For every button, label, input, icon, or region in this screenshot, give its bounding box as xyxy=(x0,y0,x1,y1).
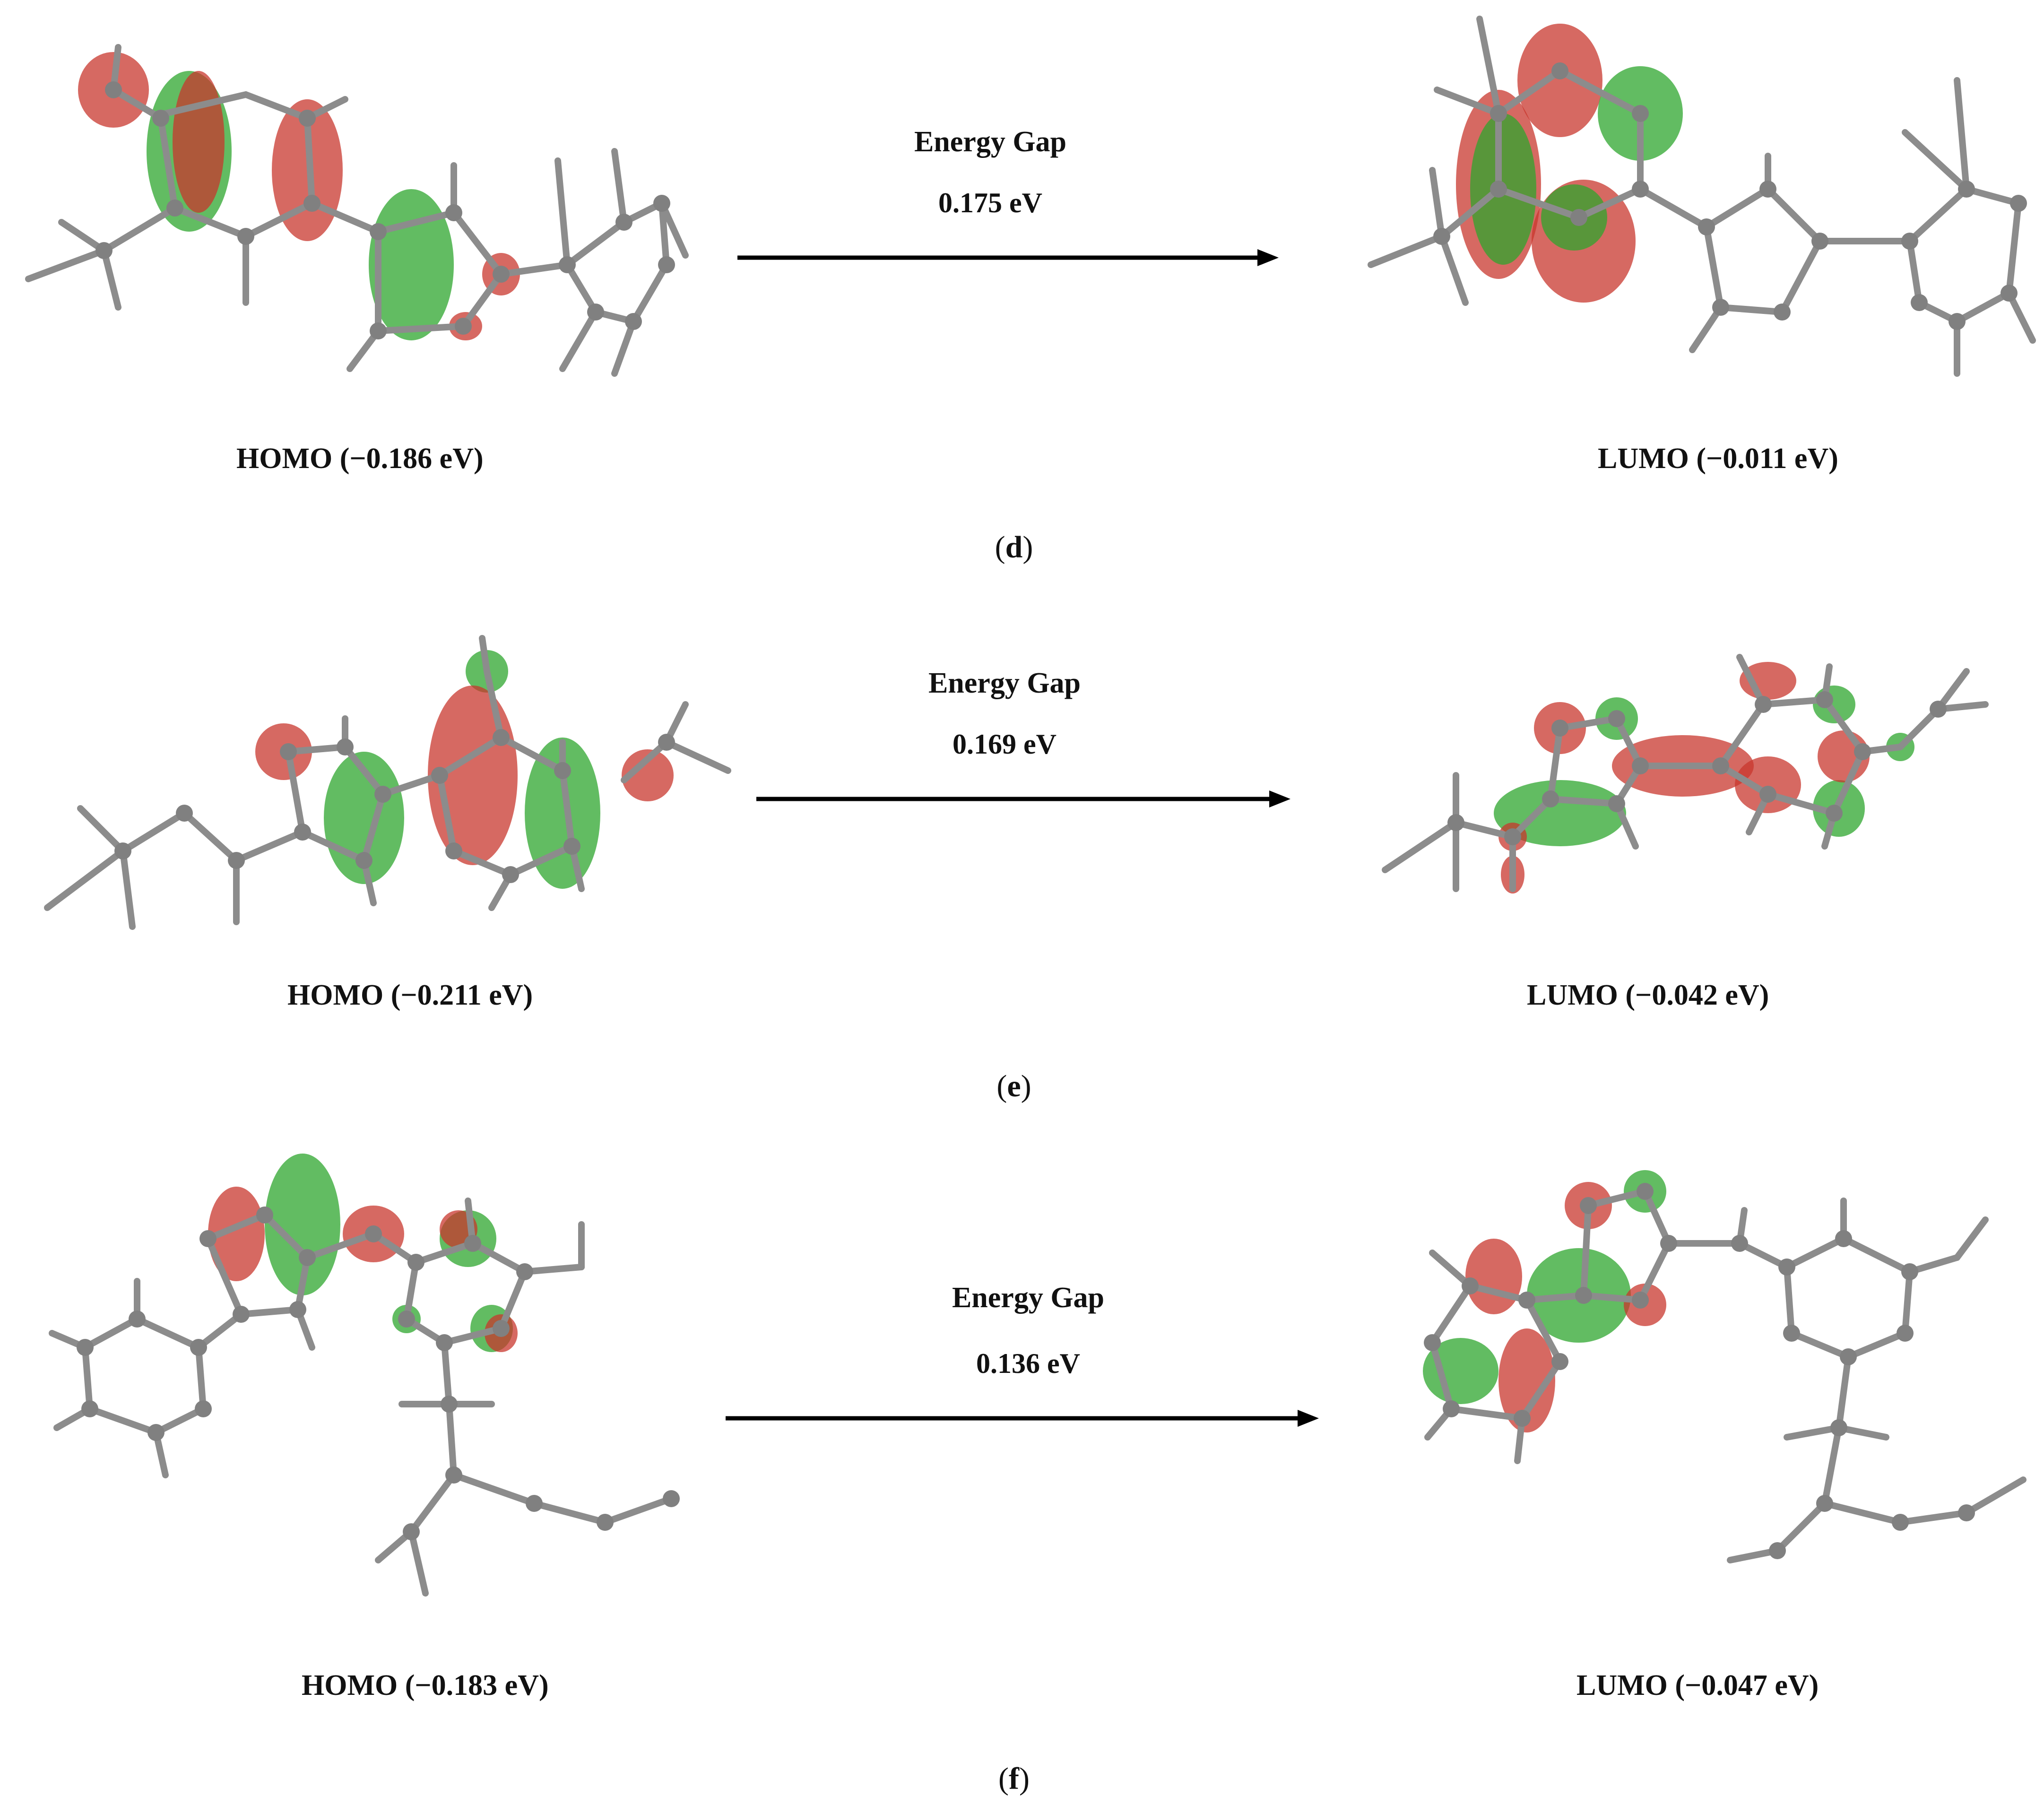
energy-gap-title: Energy Gap xyxy=(952,1282,1105,1314)
panel-tag: (e) xyxy=(996,1069,1031,1103)
energy-gap-value: 0.169 eV xyxy=(953,729,1057,760)
homo-molecule-e xyxy=(44,635,731,930)
lumo-molecule-f xyxy=(1423,1170,2027,1563)
energy-gap-value: 0.136 eV xyxy=(976,1348,1080,1379)
energy-gap-title: Energy Gap xyxy=(914,126,1067,158)
homo-molecule-d xyxy=(25,44,689,377)
homo-molecule-f xyxy=(49,1154,680,1597)
homo-label: HOMO (−0.183 eV) xyxy=(302,1669,549,1701)
energy-gap-title: Energy Gap xyxy=(928,667,1081,699)
lumo-label: LUMO (−0.042 eV) xyxy=(1527,979,1769,1011)
homo-label: HOMO (−0.186 eV) xyxy=(236,443,484,475)
arrow-icon xyxy=(726,1410,1319,1427)
lumo-molecule-d xyxy=(1368,16,2036,377)
lumo-label: LUMO (−0.047 eV) xyxy=(1576,1669,1819,1701)
lumo-molecule-e xyxy=(1382,654,1989,894)
panel-tag: (f) xyxy=(998,1762,1030,1796)
lumo-label: LUMO (−0.011 eV) xyxy=(1598,443,1838,475)
arrow-icon xyxy=(737,249,1279,266)
panel-tag: (d) xyxy=(995,530,1033,564)
energy-gap-value: 0.175 eV xyxy=(938,187,1042,218)
homo-label: HOMO (−0.211 eV) xyxy=(287,979,533,1011)
arrow-icon xyxy=(756,790,1290,807)
